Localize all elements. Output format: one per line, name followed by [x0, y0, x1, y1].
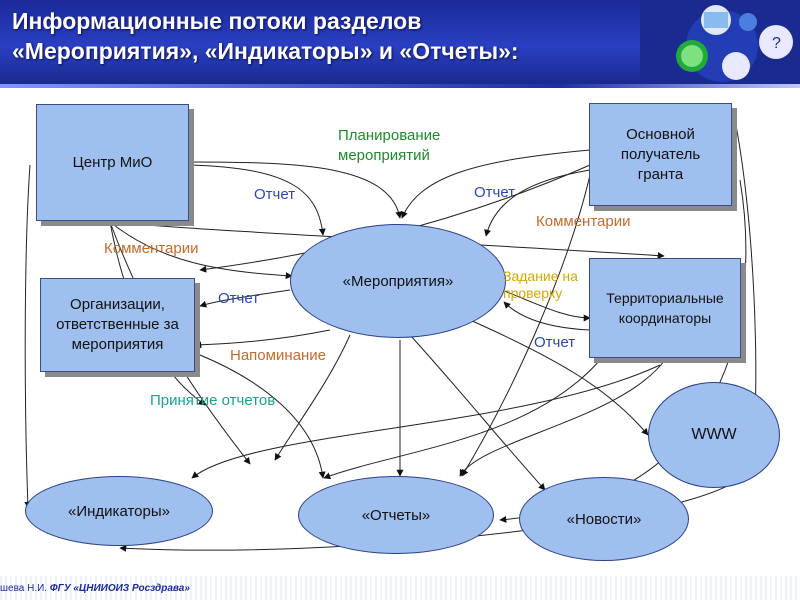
node-main-recipient: Основной получатель гранта	[589, 103, 732, 206]
node-news: «Новости»	[519, 477, 689, 561]
node-reports: «Отчеты»	[298, 476, 494, 554]
label-task-check-text: Задание на проверку	[503, 268, 578, 301]
label-planning-text: Планирование мероприятий	[338, 127, 441, 164]
label-reminder: Напоминание	[230, 347, 326, 364]
title-line-2: «Мероприятия», «Индикаторы» и «Отчеты»:	[12, 38, 519, 64]
footer-org: ФГУ «ЦНИИОИЗ Росздрава»	[49, 583, 190, 594]
slide-footer: шева Н.И. ФГУ «ЦНИИОИЗ Росздрава»	[0, 583, 190, 594]
label-comments-2: Комментарии	[104, 240, 199, 257]
label-comments-1: Комментарии	[536, 213, 631, 230]
label-report-3: Отчет	[218, 290, 260, 307]
slide-title: Информационные потоки разделов «Мероприя…	[12, 6, 652, 66]
node-events: «Мероприятия»	[290, 224, 506, 338]
title-line-1: Информационные потоки разделов	[12, 8, 422, 34]
label-report-1: Отчет	[254, 186, 296, 203]
node-center-mio: Центр МиО	[36, 104, 189, 221]
node-indicators: «Индикаторы»	[25, 476, 213, 546]
label-report-2: Отчет	[474, 184, 516, 201]
node-www: WWW	[648, 382, 780, 488]
node-organizations: Организации, ответственные за мероприяти…	[40, 278, 195, 372]
label-accept-reports: Принятие отчетов	[150, 392, 276, 409]
node-territorial: Территориальные координаторы	[589, 258, 741, 358]
label-task-check: Задание на проверку	[503, 268, 583, 302]
footer-stripe	[0, 576, 800, 600]
footer-author: шева Н.И.	[0, 583, 48, 594]
slide-header: Информационные потоки разделов «Мероприя…	[0, 0, 800, 84]
label-report-4: Отчет	[534, 334, 576, 351]
globe-logo-icon: ?	[640, 0, 800, 84]
svg-text:?: ?	[772, 35, 781, 52]
label-planning: Планирование мероприятий	[338, 126, 498, 166]
header-stripe	[0, 84, 800, 88]
